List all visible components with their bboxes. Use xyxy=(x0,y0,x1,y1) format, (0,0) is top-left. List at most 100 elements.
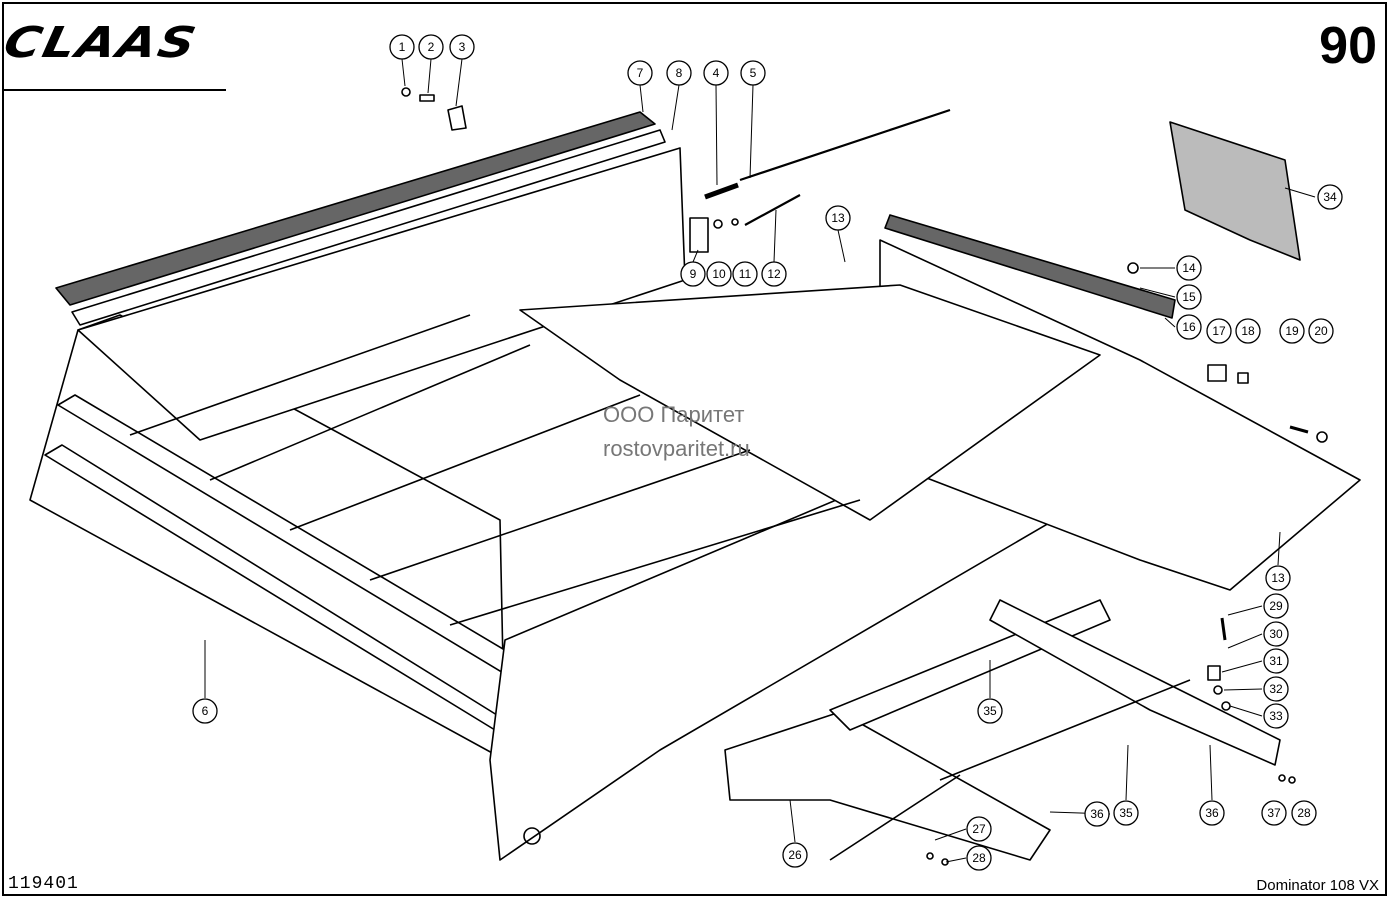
callout-label: 32 xyxy=(1269,682,1283,696)
sleeve-4 xyxy=(704,182,739,200)
callout-label: 13 xyxy=(1271,571,1285,585)
callout-label: 3 xyxy=(459,40,466,54)
washer-11 xyxy=(731,218,739,226)
callout-28-bottom: 28 xyxy=(966,845,992,871)
callout-label: 35 xyxy=(983,704,997,718)
rear-sieve-strip xyxy=(55,111,656,306)
callout-label: 17 xyxy=(1212,324,1226,338)
callout-16: 16 xyxy=(1176,314,1202,340)
callout-3: 3 xyxy=(449,34,475,60)
callout-14: 14 xyxy=(1176,255,1202,281)
callout-label: 16 xyxy=(1182,320,1196,334)
support-arm-36-left xyxy=(724,711,1051,861)
callout-18: 18 xyxy=(1235,318,1261,344)
callout-label: 28 xyxy=(972,851,986,865)
callout-27: 27 xyxy=(966,816,992,842)
callout-label: 4 xyxy=(713,66,720,80)
clip-18 xyxy=(1237,372,1249,384)
callout-label: 31 xyxy=(1269,654,1283,668)
spring-31 xyxy=(1207,665,1221,681)
header-rule xyxy=(4,89,226,91)
callout-11: 11 xyxy=(732,261,758,287)
callout-label: 15 xyxy=(1182,290,1196,304)
callout-label: 34 xyxy=(1323,190,1337,204)
callout-33: 33 xyxy=(1263,703,1289,729)
callout-8: 8 xyxy=(666,60,692,86)
tie-rod-12 xyxy=(744,194,801,226)
callout-label: 26 xyxy=(788,848,802,862)
callout-19: 19 xyxy=(1279,318,1305,344)
callout-label: 36 xyxy=(1090,807,1104,821)
callout-35-lower: 35 xyxy=(1113,800,1139,826)
callout-1: 1 xyxy=(389,34,415,60)
callout-29: 29 xyxy=(1263,593,1289,619)
callout-label: 10 xyxy=(712,267,726,281)
callout-label: 27 xyxy=(972,822,986,836)
model-name: Dominator 108 VX xyxy=(1256,877,1379,894)
callout-label: 1 xyxy=(399,40,406,54)
frame-hub xyxy=(523,827,541,845)
callout-label: 9 xyxy=(690,267,697,281)
callout-17: 17 xyxy=(1206,318,1232,344)
callout-2: 2 xyxy=(418,34,444,60)
drawing-number: 119401 xyxy=(8,874,79,894)
callout-34: 34 xyxy=(1317,184,1343,210)
support-arm-36-right xyxy=(989,599,1281,766)
callout-15: 15 xyxy=(1176,284,1202,310)
callout-label: 2 xyxy=(428,40,435,54)
callout-label: 8 xyxy=(676,66,683,80)
callout-label: 6 xyxy=(202,704,209,718)
bolt-29 xyxy=(1220,617,1227,641)
callout-label: 19 xyxy=(1285,324,1299,338)
support-rail xyxy=(939,679,1191,781)
page-number: 90 xyxy=(1319,17,1377,75)
washer-1 xyxy=(401,87,411,97)
callout-label: 33 xyxy=(1269,709,1283,723)
callout-13-top: 13 xyxy=(825,205,851,231)
callout-30: 30 xyxy=(1263,621,1289,647)
callout-label: 13 xyxy=(831,211,845,225)
tie-rod-5 xyxy=(739,108,951,182)
cross-angle-2 xyxy=(209,344,531,481)
callout-label: 28 xyxy=(1297,806,1311,820)
callout-label: 5 xyxy=(750,66,757,80)
callout-label: 30 xyxy=(1269,627,1283,641)
callout-10: 10 xyxy=(706,261,732,287)
callout-31: 31 xyxy=(1263,648,1289,674)
callout-6: 6 xyxy=(192,698,218,724)
callout-label: 20 xyxy=(1314,324,1328,338)
callout-20: 20 xyxy=(1308,318,1334,344)
watermark-line-1: ООО Паритет xyxy=(603,402,745,427)
callout-label: 35 xyxy=(1119,806,1133,820)
callout-37: 37 xyxy=(1261,800,1287,826)
callout-36-left: 36 xyxy=(1084,801,1110,827)
callout-35-upper: 35 xyxy=(977,698,1003,724)
watermark: ООО Паритет rostovparitet.ru xyxy=(603,398,750,466)
nut-14 xyxy=(1127,262,1139,274)
rear-angle-strip xyxy=(71,129,666,326)
plate-34 xyxy=(1169,121,1301,261)
pin-27 xyxy=(926,852,934,860)
callout-label: 7 xyxy=(637,66,644,80)
watermark-line-2: rostovparitet.ru xyxy=(603,436,750,461)
clamp-9 xyxy=(689,217,709,253)
cross-angle-3 xyxy=(289,394,641,531)
diagram-linework xyxy=(29,58,1361,866)
plate-17 xyxy=(1207,364,1227,382)
bolt-2 xyxy=(419,94,435,102)
callout-5: 5 xyxy=(740,60,766,86)
callout-label: 29 xyxy=(1269,599,1283,613)
callout-36-right: 36 xyxy=(1199,800,1225,826)
callout-26: 26 xyxy=(782,842,808,868)
callout-7: 7 xyxy=(627,60,653,86)
side-sieve-strip xyxy=(884,214,1176,319)
inner-pan xyxy=(519,284,1101,521)
pin-37 xyxy=(1278,774,1286,782)
washer-20 xyxy=(1316,431,1328,443)
callout-32: 32 xyxy=(1263,676,1289,702)
callout-label: 18 xyxy=(1241,324,1255,338)
callout-9: 9 xyxy=(680,261,706,287)
washer-28 xyxy=(1288,776,1296,784)
callout-28-right: 28 xyxy=(1291,800,1317,826)
